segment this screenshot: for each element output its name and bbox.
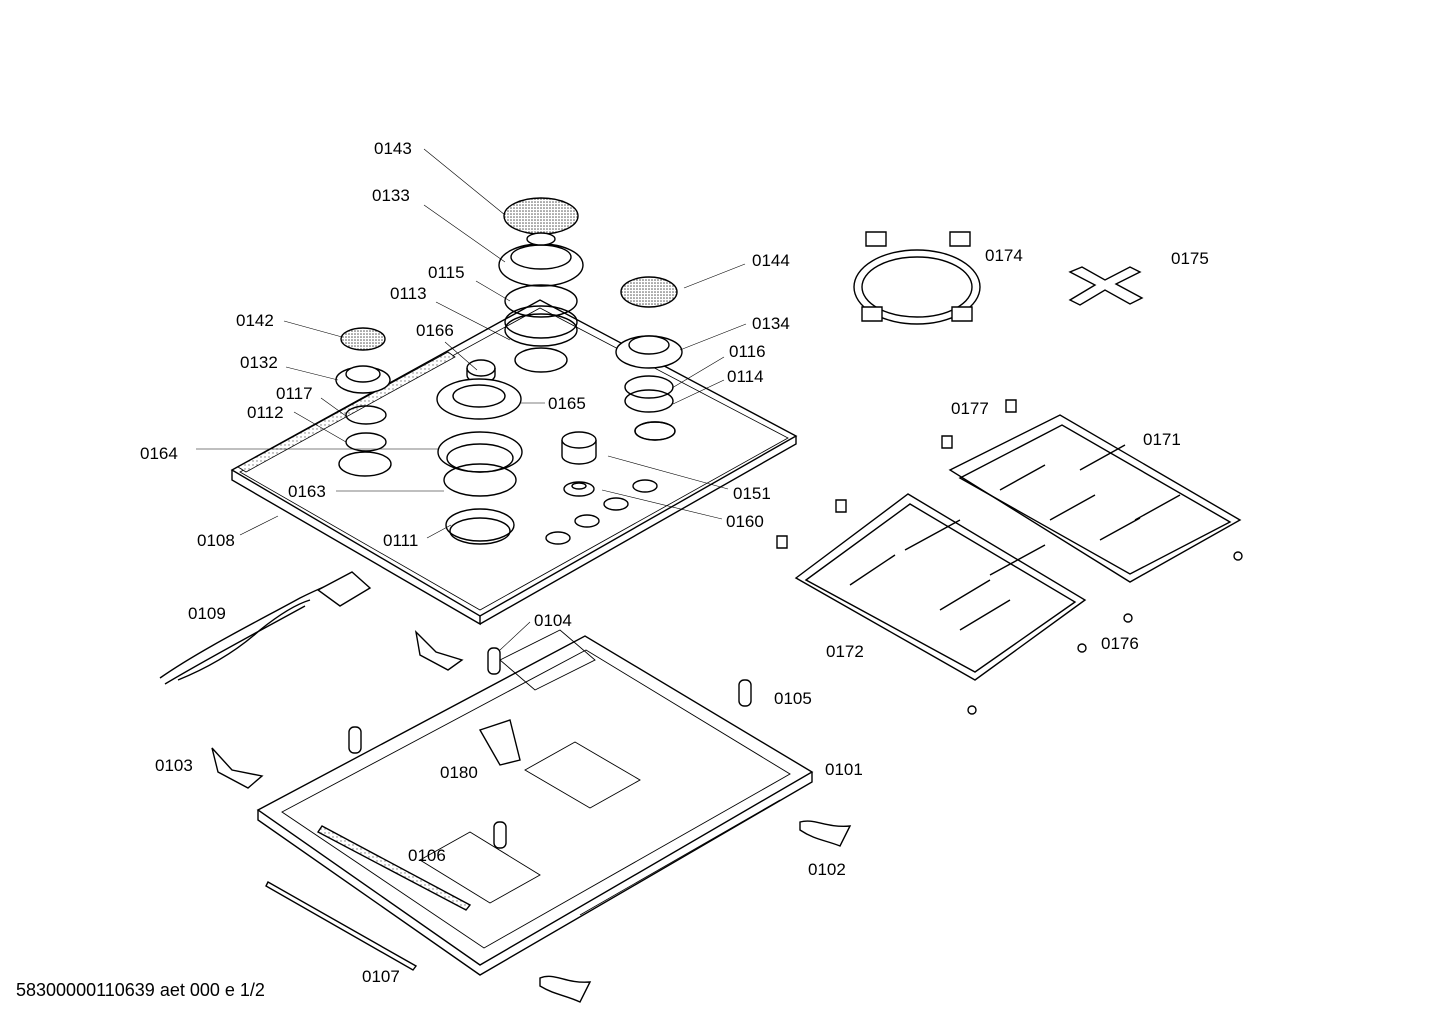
- wok-ring: [854, 232, 980, 324]
- part-label-0106: 0106: [408, 846, 446, 865]
- large-burner-assembly: [499, 198, 583, 372]
- part-label-0112: 0112: [247, 403, 284, 422]
- part-label-0160: 0160: [726, 512, 764, 531]
- part-label-0116: 0116: [729, 342, 766, 361]
- part-label-0104: 0104: [534, 611, 572, 630]
- part-label-0142: 0142: [236, 311, 274, 330]
- part-label-0105: 0105: [774, 689, 812, 708]
- part-label-0113: 0113: [390, 284, 427, 303]
- left-burner-assembly: [336, 328, 390, 451]
- burner-cap-large: [504, 198, 578, 234]
- part-label-0103: 0103: [155, 756, 193, 775]
- mounting-feet: [212, 632, 850, 1002]
- power-cable: [160, 572, 370, 684]
- part-label-0111: 0111: [383, 531, 419, 550]
- burner-cap-right: [621, 277, 677, 307]
- document-reference: 58300000110639 aet 000 e 1/2: [16, 980, 265, 1000]
- part-label-0114: 0114: [727, 367, 764, 386]
- pan-support-left: [796, 494, 1085, 680]
- part-label-0174: 0174: [985, 246, 1023, 265]
- part-label-0109: 0109: [188, 604, 226, 623]
- pan-support-right: [950, 415, 1240, 582]
- leader-lines: [196, 149, 746, 650]
- part-label-0134: 0134: [752, 314, 790, 333]
- part-label-0172: 0172: [826, 642, 864, 661]
- part-label-0108: 0108: [197, 531, 235, 550]
- part-label-0177: 0177: [951, 399, 989, 418]
- part-label-0132: 0132: [240, 353, 278, 372]
- wok-burner-assembly: [437, 360, 522, 544]
- part-label-0165: 0165: [548, 394, 586, 413]
- part-label-0117: 0117: [276, 384, 313, 403]
- sealing-strip: [266, 882, 416, 970]
- rubber-feet: [777, 400, 1242, 714]
- part-label-0171: 0171: [1143, 430, 1181, 449]
- part-label-0115: 0115: [428, 263, 465, 282]
- part-label-0151: 0151: [733, 484, 771, 503]
- base-tray: [258, 630, 812, 975]
- part-label-0176: 0176: [1101, 634, 1139, 653]
- part-label-0107: 0107: [362, 967, 400, 986]
- part-label-0101: 0101: [825, 760, 863, 779]
- part-label-0166: 0166: [416, 321, 454, 340]
- part-label-0164: 0164: [140, 444, 178, 463]
- burner-cap-left: [341, 328, 385, 350]
- part-label-0180: 0180: [440, 763, 478, 782]
- part-label-0175: 0175: [1171, 249, 1209, 268]
- control-knob: [562, 432, 596, 496]
- part-label-0163: 0163: [288, 482, 326, 501]
- part-label-0102: 0102: [808, 860, 846, 879]
- part-label-0143: 0143: [374, 139, 412, 158]
- part-label-0144: 0144: [752, 251, 790, 270]
- simmer-plate: [1070, 267, 1142, 305]
- part-label-0133: 0133: [372, 186, 410, 205]
- right-burner-assembly: [616, 277, 682, 440]
